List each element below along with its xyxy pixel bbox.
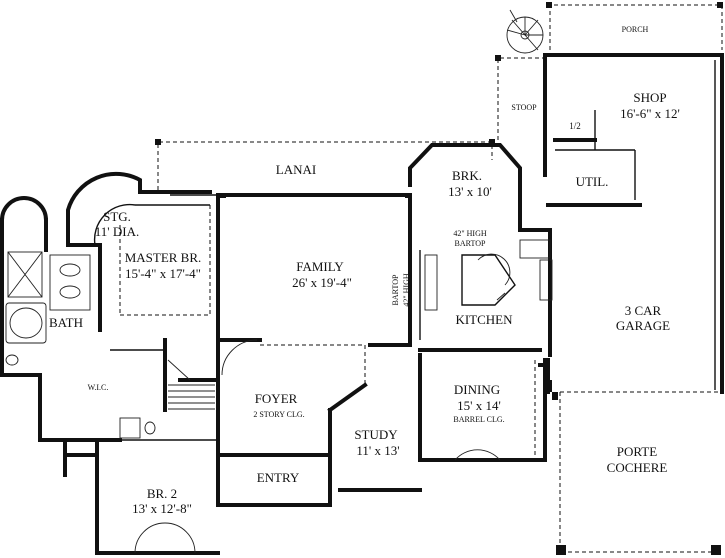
label-wic: W.I.C. bbox=[88, 383, 109, 392]
lanai-outline bbox=[155, 139, 495, 190]
spiral-stair bbox=[506, 9, 544, 54]
bath-walls bbox=[0, 196, 91, 377]
label-dining-note: BARREL CLG. bbox=[453, 415, 504, 424]
label-brk-dim: 13' x 10' bbox=[448, 184, 492, 199]
label-dining-dim: 15' x 14' bbox=[457, 398, 501, 413]
label-shop-name: SHOP bbox=[633, 90, 666, 105]
label-kitchen: KITCHEN bbox=[455, 312, 513, 327]
label-bath: BATH bbox=[49, 315, 83, 330]
wic-walls bbox=[38, 338, 220, 507]
label-br2-name: BR. 2 bbox=[147, 486, 177, 501]
stair-treads bbox=[167, 359, 215, 410]
label-garage-line1: 3 CAR bbox=[625, 303, 662, 318]
label-half-bath: 1/2 bbox=[569, 121, 581, 131]
label-stoop: STOOP bbox=[511, 103, 537, 112]
entry-walls bbox=[216, 339, 422, 507]
label-master-name: MASTER BR. bbox=[125, 250, 202, 265]
label-study-name: STUDY bbox=[354, 427, 398, 442]
label-foyer-name: FOYER bbox=[255, 391, 298, 406]
dining-walls bbox=[418, 348, 547, 462]
window-markers bbox=[220, 193, 552, 392]
label-family-dim: 26' x 19'-4" bbox=[292, 275, 352, 290]
label-bartop-line2: BARTOP bbox=[455, 239, 486, 248]
label-side-bartop-line1: BARTOP bbox=[391, 274, 400, 305]
kitchen-walls bbox=[419, 228, 553, 357]
label-brk-name: BRK. bbox=[452, 168, 482, 183]
label-stg-dim: 11' DIA. bbox=[95, 224, 139, 239]
label-shop-dim: 16'-6" x 12' bbox=[620, 106, 680, 121]
label-garage-line2: GARAGE bbox=[616, 318, 670, 333]
master-walls bbox=[66, 171, 212, 332]
label-util: UTIL. bbox=[576, 174, 609, 189]
garage-walls bbox=[538, 53, 724, 394]
porch-outline bbox=[546, 2, 723, 50]
label-foyer-note: 2 STORY CLG. bbox=[253, 410, 304, 419]
label-entry: ENTRY bbox=[257, 470, 300, 485]
family-walls bbox=[170, 193, 412, 347]
label-lanai: LANAI bbox=[276, 162, 316, 177]
label-stg-name: STG. bbox=[103, 209, 131, 224]
label-porte-line2: COCHERE bbox=[607, 460, 668, 475]
label-study-dim: 11' x 13' bbox=[356, 443, 399, 458]
stoop-outline bbox=[495, 55, 545, 140]
label-side-bartop-line2: 42" HIGH bbox=[402, 273, 411, 306]
label-dining-name: DINING bbox=[454, 382, 500, 397]
label-porch: PORCH bbox=[622, 25, 649, 34]
label-family-name: FAMILY bbox=[296, 259, 344, 274]
porte-cochere-outline bbox=[552, 391, 722, 555]
label-porte-line1: PORTE bbox=[617, 444, 657, 459]
bedroom2-walls bbox=[63, 417, 220, 555]
label-br2-dim: 13' x 12'-8" bbox=[132, 501, 192, 516]
label-master-dim: 15'-4" x 17'-4" bbox=[125, 266, 201, 281]
label-bartop-line1: 42" HIGH bbox=[453, 229, 486, 238]
breakfast-bay-walls bbox=[408, 143, 522, 232]
